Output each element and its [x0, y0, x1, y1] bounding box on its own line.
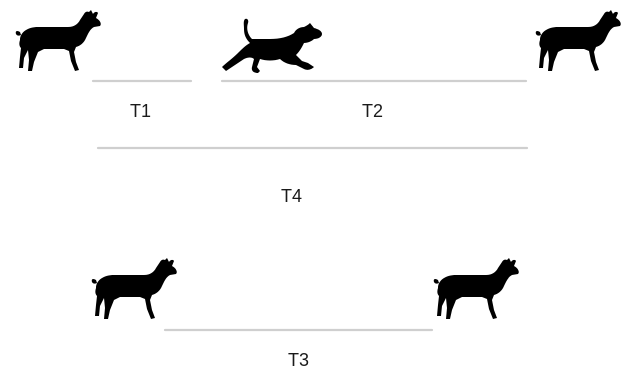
deer-icon	[91, 258, 177, 319]
label-t4: T4	[281, 186, 303, 206]
dog-icon	[222, 18, 322, 74]
deer-icon	[433, 258, 519, 319]
label-t1: T1	[130, 101, 152, 121]
label-t3: T3	[288, 350, 310, 370]
deer-icon	[15, 10, 101, 71]
label-t2: T2	[362, 101, 384, 121]
deer-icon	[535, 10, 621, 71]
